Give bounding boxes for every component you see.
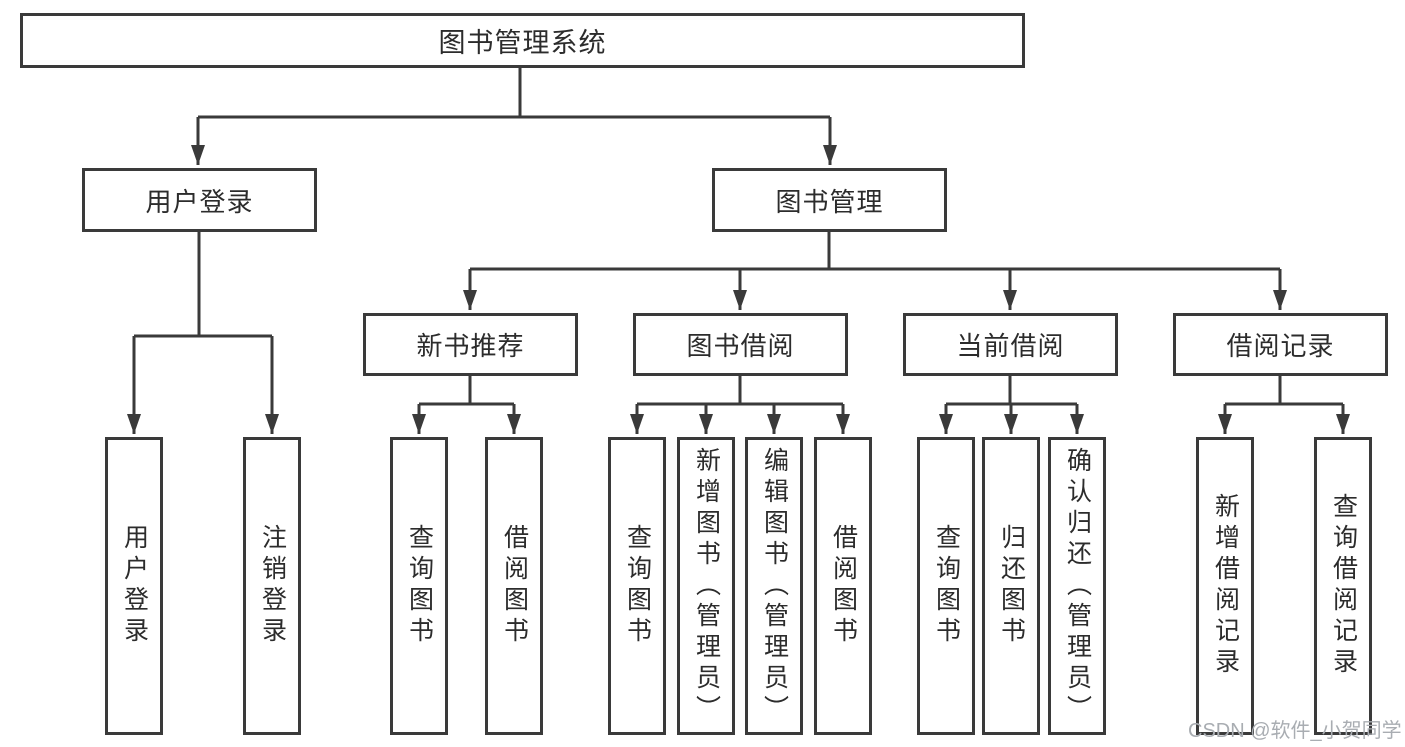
leaf-query-books-borrow: 查询图书 [608, 437, 666, 735]
leaf-query-books-current: 查询图书 [917, 437, 975, 735]
node-label: 新增借阅记录 [1211, 493, 1240, 679]
node-label: 图书借阅 [686, 331, 795, 361]
node-label: 查询图书 [405, 524, 434, 648]
node-book-borrowing: 图书借阅 [633, 313, 848, 376]
node-label: 借阅图书 [829, 524, 858, 648]
node-label: 当前借阅 [956, 331, 1065, 361]
csdn-watermark: CSDN @软件_小贺同学 [1188, 720, 1402, 742]
node-label: 图书管理系统 [438, 28, 607, 58]
node-label: 编辑图书（管理员） [760, 446, 789, 726]
leaf-borrow-books-recommend: 借阅图书 [485, 437, 543, 735]
node-label: 查询借阅记录 [1329, 493, 1358, 679]
leaf-query-borrow-record: 查询借阅记录 [1314, 437, 1372, 735]
leaf-return-books: 归还图书 [982, 437, 1040, 735]
node-label: 借阅图书 [500, 524, 529, 648]
leaf-add-books-admin: 新增图书（管理员） [677, 437, 735, 735]
node-book-management: 图书管理 [712, 168, 947, 232]
node-label: 图书管理 [775, 186, 884, 217]
leaf-confirm-return-admin: 确认归还（管理员） [1048, 437, 1106, 735]
node-label: 归还图书 [997, 524, 1026, 648]
node-new-book-recommendation: 新书推荐 [363, 313, 578, 376]
node-borrowing-records: 借阅记录 [1173, 313, 1388, 376]
node-label: 查询图书 [623, 524, 652, 648]
node-label: 查询图书 [932, 524, 961, 648]
leaf-edit-books-admin: 编辑图书（管理员） [745, 437, 803, 735]
leaf-user-login: 用户登录 [105, 437, 163, 735]
node-label: 用户登录 [145, 186, 254, 217]
node-label: 新增图书（管理员） [692, 446, 721, 726]
node-label: 借阅记录 [1226, 331, 1335, 361]
node-label: 注销登录 [258, 524, 287, 648]
leaf-query-books-recommend: 查询图书 [390, 437, 448, 735]
leaf-logout: 注销登录 [243, 437, 301, 735]
leaf-borrow-books: 借阅图书 [814, 437, 872, 735]
node-library-management-system: 图书管理系统 [20, 13, 1025, 68]
node-label: 用户登录 [120, 524, 149, 648]
node-user-login: 用户登录 [82, 168, 317, 232]
leaf-add-borrow-record: 新增借阅记录 [1196, 437, 1254, 735]
node-current-borrowing: 当前借阅 [903, 313, 1118, 376]
node-label: 新书推荐 [416, 331, 525, 361]
node-label: 确认归还（管理员） [1063, 446, 1092, 726]
